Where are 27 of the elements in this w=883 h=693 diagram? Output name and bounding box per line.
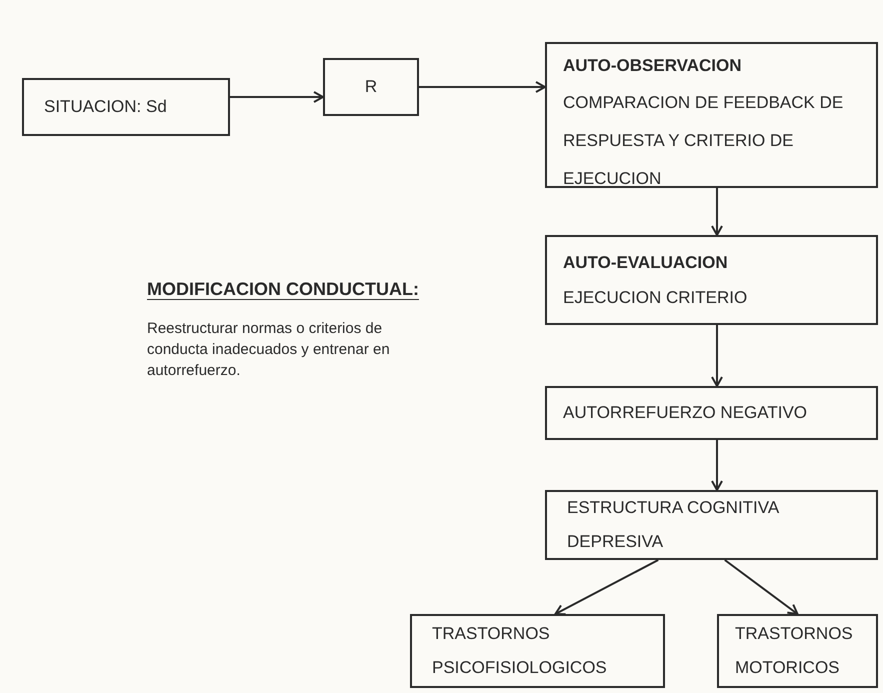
process-box bbox=[717, 614, 878, 688]
arrow bbox=[711, 440, 723, 491]
arrow bbox=[724, 559, 798, 615]
process-box bbox=[410, 614, 665, 688]
box-text: R bbox=[364, 76, 378, 98]
arrow bbox=[711, 325, 723, 387]
box-heading: AUTO-OBSERVACION bbox=[563, 55, 743, 77]
box-text: COMPARACION DE FEEDBACK DE RESPUESTA Y CRITERIO DE EJECUCION bbox=[563, 92, 844, 190]
box-text: TRASTORNOS MOTORICOS bbox=[735, 623, 854, 679]
process-box bbox=[545, 386, 878, 440]
box-text: TRASTORNOS PSICOFISIOLOGICOS bbox=[432, 623, 608, 679]
arrow bbox=[711, 188, 723, 236]
arrow bbox=[419, 81, 546, 93]
box-text: ESTRUCTURA COGNITIVA DEPRESIVA bbox=[567, 497, 780, 553]
arrow bbox=[230, 91, 324, 103]
box-heading: AUTO-EVALUACION bbox=[563, 252, 729, 274]
process-box bbox=[545, 490, 878, 560]
note-paragraph: Reestructurar normas o criterios de conducta inadecuados y entrenar en autorrefuerzo. bbox=[147, 319, 391, 381]
arrow bbox=[554, 559, 659, 616]
process-box bbox=[545, 42, 878, 188]
process-box bbox=[323, 58, 419, 116]
box-text: SITUACION: Sd bbox=[44, 96, 168, 118]
box-text: EJECUCION CRITERIO bbox=[563, 287, 748, 309]
section-heading: MODIFICACION CONDUCTUAL: bbox=[147, 278, 419, 301]
process-box bbox=[545, 235, 878, 325]
box-text: AUTORREFUERZO NEGATIVO bbox=[563, 402, 808, 424]
process-box bbox=[22, 78, 230, 136]
